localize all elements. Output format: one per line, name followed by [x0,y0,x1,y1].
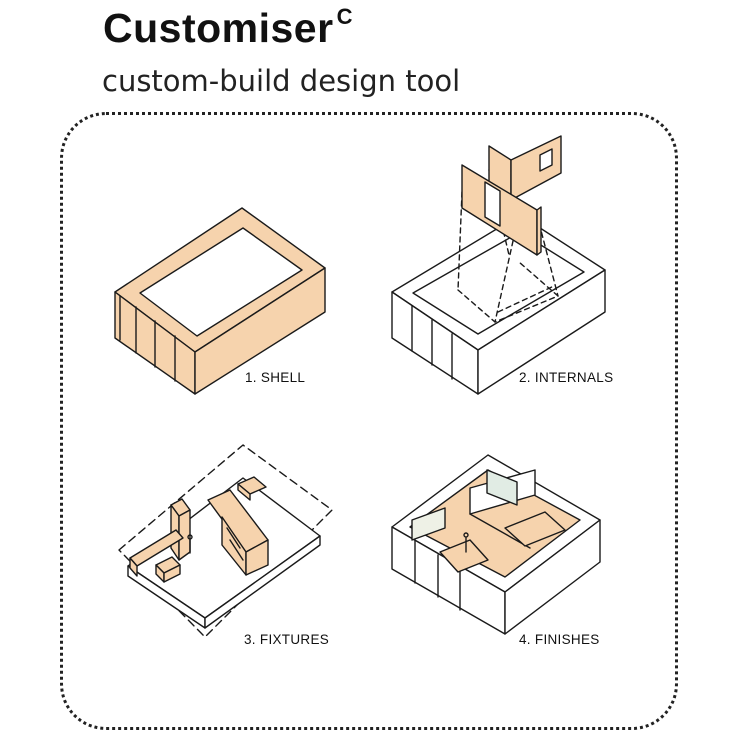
title-superscript: C [336,4,353,29]
dotted-frame [60,112,678,730]
internal-walls-illustration[interactable] [391,135,606,395]
step-caption-internals: 2. INTERNALS [519,370,614,385]
finishes-illustration[interactable] [391,454,601,635]
step-caption-fixtures: 3. FIXTURES [244,632,330,647]
fixtures-illustration[interactable] [118,444,333,638]
step-caption-shell: 1. SHELL [245,370,306,385]
title-text: Customiser [103,5,334,51]
shell-box-illustration[interactable] [114,207,326,395]
step-caption-finishes: 4. FINISHES [519,632,600,647]
subtitle: custom-build design tool [102,64,461,98]
